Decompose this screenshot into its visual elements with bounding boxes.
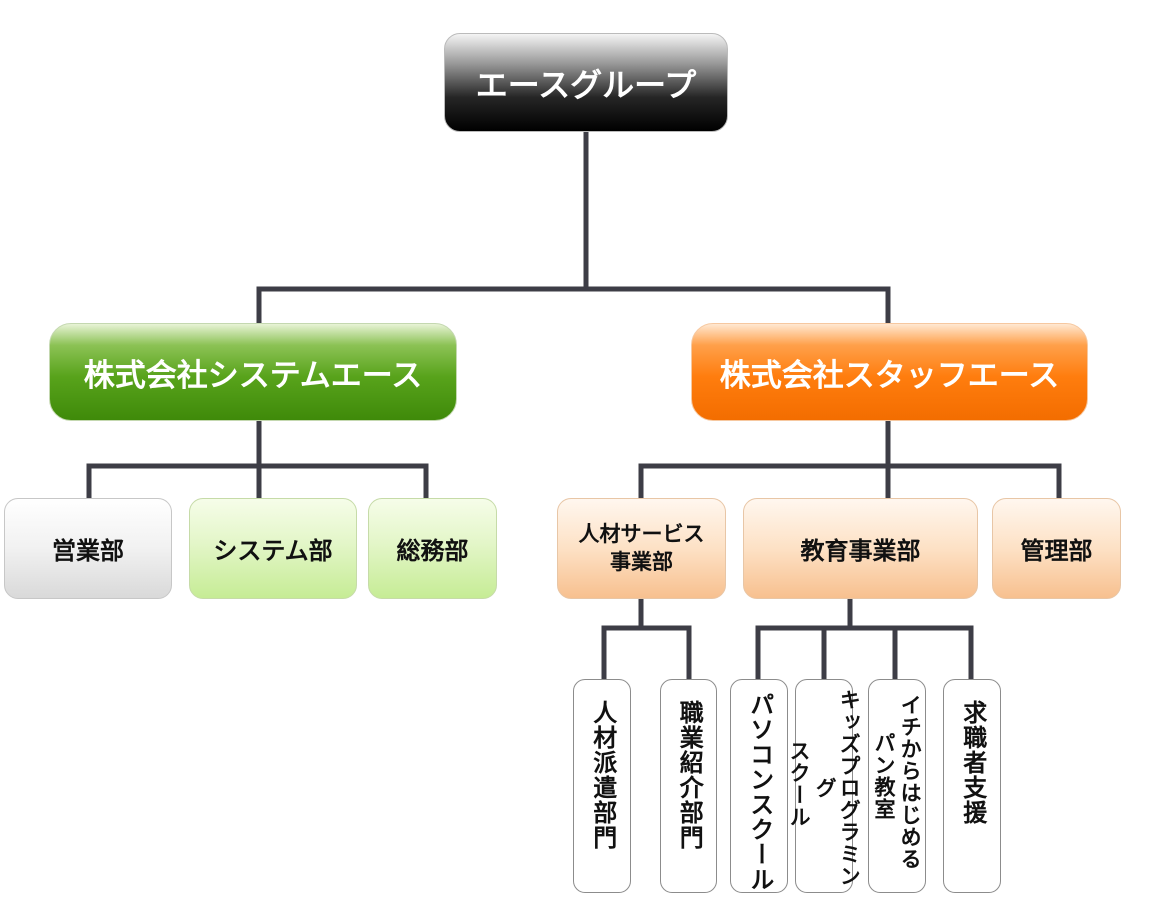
connector-staff-ace (638, 418, 1062, 501)
dept-label: 管理部 (1020, 537, 1093, 565)
section-bread-class: イチからはじめる パン教室 (868, 679, 926, 893)
section-label: 求職者支援 (958, 700, 987, 825)
connector-education (755, 596, 974, 682)
section-kids-programming: キッズプログラミング スクール (787, 679, 861, 893)
section-label-line1: キッズプログラミング (813, 689, 862, 887)
connector-root (256, 129, 891, 326)
root-label: エースグループ (475, 65, 697, 104)
dept-hr-services: 人材サービス 事業部 (557, 498, 726, 599)
root-node: エースグループ (444, 33, 728, 132)
company-system-ace: 株式会社システムエース (49, 323, 457, 421)
dept-general-affairs: 総務部 (368, 498, 497, 599)
company-label: 株式会社システムエース (83, 357, 423, 394)
section-label-line2: スクール (786, 740, 811, 828)
dept-system: システム部 (189, 498, 357, 599)
dept-education: 教育事業部 (743, 498, 978, 599)
connector-system-ace (86, 418, 429, 501)
section-label-line2: パン教室 (872, 732, 896, 820)
section-label: 職業紹介部門 (675, 700, 704, 850)
connector-jinzai (601, 596, 692, 682)
section-job-seeker-support: 求職者支援 (943, 679, 1001, 893)
section-staffing: 人材派遣部門 (573, 679, 631, 893)
section-label: パソコンスクール (745, 692, 774, 892)
dept-label-line2: 事業部 (610, 549, 673, 574)
dept-label: 営業部 (52, 537, 124, 565)
company-staff-ace: 株式会社スタッフエース (691, 323, 1088, 421)
dept-label: 教育事業部 (800, 537, 921, 565)
dept-label: システム部 (213, 537, 333, 565)
section-pc-school: パソコンスクール (730, 679, 788, 893)
dept-management: 管理部 (992, 498, 1121, 599)
dept-label: 総務部 (396, 537, 469, 565)
section-label-line1: イチからはじめる (898, 694, 923, 870)
section-job-placement: 職業紹介部門 (660, 679, 717, 893)
dept-label-line1: 人材サービス (578, 522, 705, 547)
company-label: 株式会社スタッフエース (719, 357, 1060, 394)
section-label: 人材派遣部門 (588, 700, 617, 850)
dept-sales: 営業部 (4, 498, 172, 599)
